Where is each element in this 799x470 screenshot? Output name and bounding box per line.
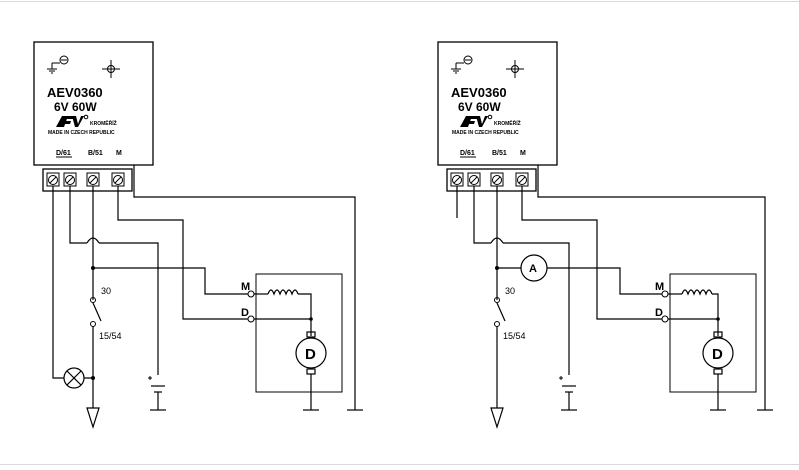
wiring-diagram-left: AEV0360 6V 60W KROMĚŘÍŽ MADE IN CZECH RE… [33, 41, 363, 429]
switch-contact-icon [90, 321, 96, 327]
lamp-icon [63, 367, 85, 389]
regulator-box: AEV0360 6V 60W KROMĚŘÍŽ MADE IN CZECH RE… [437, 41, 558, 166]
terminal-label-d61: D/61 [460, 150, 475, 157]
terminal-label-m: M [116, 150, 122, 157]
dynamo-label-d: D [241, 307, 249, 319]
ground-arrow-icon [490, 407, 504, 429]
terminal-block [42, 168, 133, 192]
dynamo: M D D [241, 273, 343, 411]
terminal-label-m: M [520, 150, 526, 157]
motor-icon [702, 337, 734, 369]
ammeter-icon: A [520, 254, 548, 282]
motor-icon [295, 337, 327, 369]
dynamo-label-m: M [655, 281, 664, 293]
switch-contact-icon [494, 321, 500, 327]
regulator-rating: 6V 60W [458, 100, 501, 114]
wires [456, 165, 773, 411]
mounting-hole-icon [102, 60, 120, 78]
terminal-label-b51: B/51 [492, 150, 507, 157]
regulator-origin: MADE IN CZECH REPUBLIC [452, 130, 519, 136]
regulator-box: AEV0360 6V 60W KROMĚŘÍŽ MADE IN CZECH RE… [33, 41, 154, 166]
terminal-label-d61: D/61 [56, 150, 71, 157]
ground-symbol-icon [451, 55, 473, 74]
wiring-diagram-right: AEV0360 6V 60W KROMĚŘÍŽ MADE IN CZECH RE… [437, 41, 773, 429]
dynamo-label-m: M [241, 281, 250, 293]
switch-label-30: 30 [101, 286, 111, 296]
terminal-label-b51: B/51 [88, 150, 103, 157]
ground-arrow-icon [86, 407, 100, 429]
top-divider [0, 1, 799, 2]
regulator-rating: 6V 60W [54, 100, 97, 114]
dynamo-label-d: D [655, 307, 663, 319]
switch-label-30: 30 [505, 286, 515, 296]
regulator-origin: MADE IN CZECH REPUBLIC [48, 130, 115, 136]
switch-contact-icon [494, 297, 500, 303]
terminal-screw-icon [450, 172, 464, 187]
regulator-model: AEV0360 [47, 85, 103, 100]
switch-label-1554: 15/54 [99, 331, 122, 341]
aev-logo-icon [56, 114, 89, 127]
regulator-model: AEV0360 [451, 85, 507, 100]
switch-label-1554: 15/54 [503, 331, 526, 341]
regulator-city: KROMĚŘÍŽ [90, 119, 117, 127]
motor-label: D [305, 346, 316, 363]
ammeter-label: A [529, 263, 537, 275]
motor-label: D [712, 346, 723, 363]
regulator-city: KROMĚŘÍŽ [494, 119, 521, 127]
wires [52, 165, 363, 411]
ground-symbol-icon [47, 55, 69, 74]
terminal-block [446, 168, 537, 192]
switch-contact-icon [90, 297, 96, 303]
mounting-hole-icon [506, 60, 524, 78]
dynamo: M D D [655, 273, 757, 411]
bottom-divider [0, 464, 799, 465]
aev-logo-icon [460, 114, 493, 127]
